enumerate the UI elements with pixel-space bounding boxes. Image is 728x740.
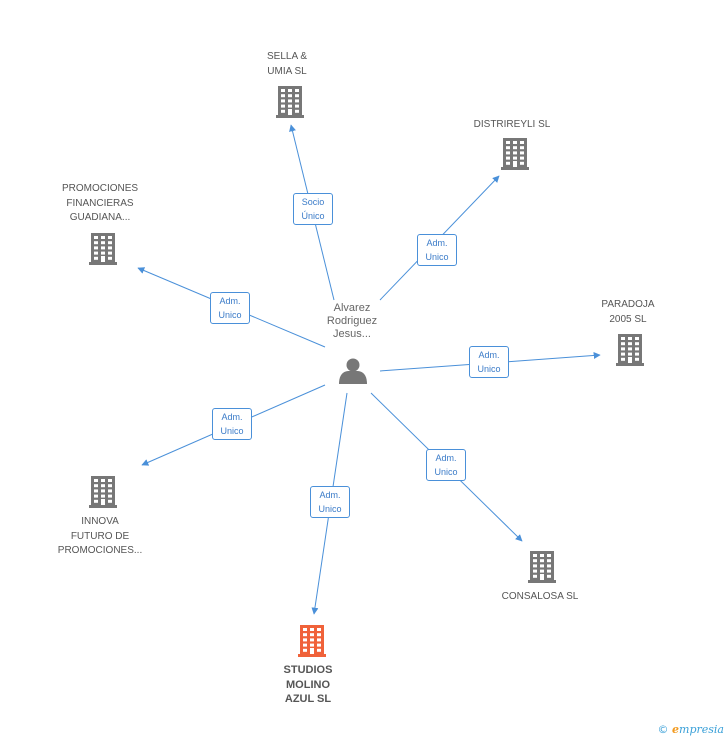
edge-label-distrireyli[interactable]: Adm. Unico [417, 234, 457, 266]
building-icon-promociones[interactable] [89, 233, 117, 265]
edge-label-paradoja[interactable]: Adm. Unico [469, 346, 509, 378]
building-icon-innova[interactable] [89, 476, 117, 508]
nodes-layer [89, 86, 644, 657]
edges-layer [137, 124, 601, 615]
building-icon-consalosa[interactable] [528, 551, 556, 583]
node-label-studios[interactable]: STUDIOS MOLINO AZUL SL [283, 664, 333, 705]
brand-initial: e [672, 723, 680, 736]
edge-label-innova[interactable]: Adm. Unico [212, 408, 252, 440]
edge-label-sella[interactable]: Socio Único [293, 193, 333, 225]
edge-label-promociones[interactable]: Adm. Unico [210, 292, 250, 324]
brand-name: mpresia [679, 723, 724, 736]
person-icon[interactable] [339, 358, 367, 385]
node-label-distrireyli[interactable]: DISTRIREYLI SL [473, 119, 551, 130]
node-label-sella[interactable]: SELLA & UMIA SL [266, 51, 308, 77]
node-label-consalosa[interactable]: CONSALOSA SL [501, 591, 579, 602]
building-icon-paradoja[interactable] [616, 334, 644, 366]
edge-label-consalosa[interactable]: Adm. Unico [426, 449, 466, 481]
center-person-label[interactable]: Alvarez Rodriguez Jesus... [326, 302, 378, 340]
empresia-logo[interactable]: © empresia [658, 723, 724, 736]
node-label-paradoja[interactable]: PARADOJA 2005 SL [601, 299, 655, 325]
node-label-promociones[interactable]: PROMOCIONES FINANCIERAS GUADIANA... [61, 183, 139, 223]
building-icon-studios[interactable] [298, 625, 326, 657]
edge-label-studios[interactable]: Adm. Unico [310, 486, 350, 518]
building-icon-sella[interactable] [276, 86, 304, 118]
node-label-innova[interactable]: INNOVA FUTURO DE PROMOCIONES... [57, 516, 143, 556]
building-icon-distrireyli[interactable] [501, 138, 529, 170]
copyright-icon: © [657, 723, 669, 736]
